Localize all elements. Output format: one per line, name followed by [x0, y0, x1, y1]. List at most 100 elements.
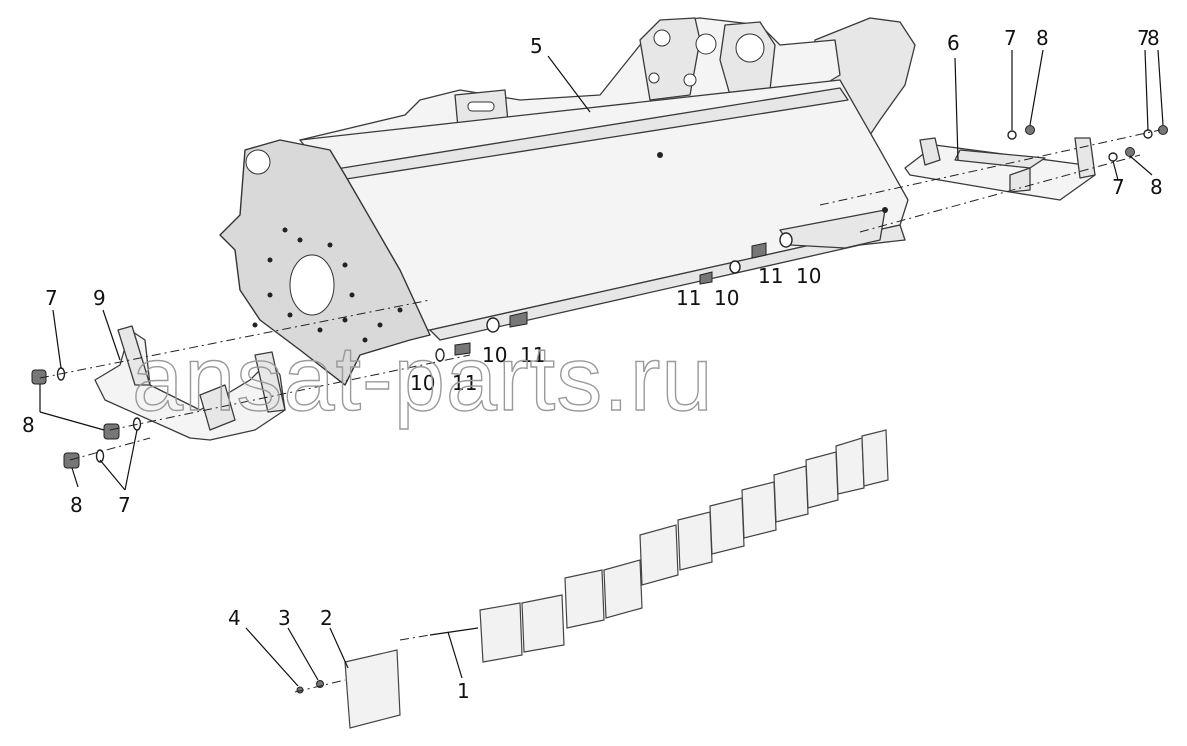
leader-8: [39, 411, 105, 431]
strip-segment: [521, 594, 565, 653]
bolt-11: [509, 311, 528, 328]
end-plate-bolt-holes: [252, 227, 403, 343]
strip-segment: [564, 569, 605, 629]
callout-11: 11: [452, 371, 477, 395]
axis-line: [294, 679, 346, 693]
bolt-hole: [362, 337, 368, 343]
nut-8: [63, 452, 80, 469]
watermark-text: ansat-parts.ru: [132, 328, 714, 430]
strip-segment: [479, 602, 523, 663]
segmented-strip: [429, 429, 889, 663]
callout-3: 3: [278, 606, 291, 630]
hardware: [31, 125, 1168, 694]
mount-ear-left: [639, 17, 701, 101]
left-bracket-ear-left: [117, 325, 151, 386]
nut-8: [1025, 125, 1035, 135]
bolt-hole: [267, 257, 273, 263]
bolt-hole: [252, 322, 258, 328]
leader-6: [954, 57, 959, 161]
callout-8: 8: [70, 493, 83, 517]
callout-8: 8: [22, 413, 35, 437]
callout-4: 4: [228, 606, 241, 630]
callout-10: 10: [482, 343, 507, 367]
bolt-hole: [327, 242, 333, 248]
bolt-11: [454, 342, 471, 356]
leader-7: [1112, 160, 1119, 181]
callout-7: 7: [1137, 26, 1150, 50]
axis-line: [819, 129, 1161, 206]
bolt-hole: [342, 317, 348, 323]
bolt-hole: [297, 237, 303, 243]
callout-11: 11: [520, 343, 545, 367]
callout-10: 10: [714, 286, 739, 310]
leader-5: [547, 55, 591, 113]
strip-segment: [773, 465, 809, 523]
bolt-hole: [349, 292, 355, 298]
leader-8: [71, 467, 79, 488]
washer-7: [1007, 130, 1017, 140]
right-bracket-ear-left: [919, 137, 941, 166]
strip-segment: [709, 497, 745, 555]
callout-8: 8: [1036, 26, 1049, 50]
strip-segment: [835, 437, 865, 495]
washer-7: [1108, 152, 1118, 162]
ear-hole-2: [695, 33, 717, 55]
leader-8: [1129, 155, 1153, 176]
callout-9: 9: [93, 286, 106, 310]
beam-right-hole: [882, 207, 888, 213]
bolt-11: [699, 271, 713, 285]
beam-face-hole: [657, 152, 663, 158]
nut-8: [1125, 147, 1135, 157]
bolt-hole: [287, 312, 293, 318]
callout-2: 2: [320, 606, 333, 630]
right-bracket-gusset: [1009, 167, 1031, 193]
bolt-hole: [377, 322, 383, 328]
axis-line: [39, 299, 431, 379]
main-beam: [219, 17, 916, 386]
washer-7: [1143, 129, 1153, 139]
ear-hole-3: [735, 33, 765, 63]
bolt-hole: [342, 262, 348, 268]
callout-10: 10: [796, 264, 821, 288]
bolt-hole: [282, 227, 288, 233]
callout-7: 7: [118, 493, 131, 517]
callout-7: 7: [1112, 175, 1125, 199]
callout-11: 11: [758, 264, 783, 288]
leader-3: [287, 627, 319, 681]
bolt-hole: [267, 292, 273, 298]
callout-7: 7: [1004, 26, 1017, 50]
strip-segment: [677, 511, 713, 571]
assembly-axes: [39, 129, 1161, 693]
bracket-slot: [467, 101, 495, 112]
leader-8: [1157, 49, 1164, 126]
leader-lines: [39, 49, 1164, 687]
washer-7: [95, 449, 105, 463]
callout-10: 10: [410, 371, 435, 395]
end-cover-plate: [344, 649, 401, 729]
right-bracket-base: [904, 144, 1096, 201]
axis-line: [69, 437, 151, 461]
nut-8: [103, 423, 120, 440]
strip-segment: [805, 451, 839, 509]
bolt-hole: [317, 327, 323, 333]
ear-hole-1: [653, 29, 671, 47]
ear-hole-4: [683, 73, 697, 87]
strip-segment: [861, 429, 889, 487]
callout-8: 8: [1150, 175, 1163, 199]
bolt-hole: [397, 307, 403, 313]
axis-line: [399, 634, 431, 641]
washer-10: [779, 232, 793, 248]
leader-7: [1144, 49, 1149, 131]
strip-segment: [639, 524, 679, 586]
washer-10: [486, 317, 500, 333]
callout-11: 11: [676, 286, 701, 310]
left-bracket-ear-right: [254, 351, 286, 413]
leader-7: [124, 429, 138, 491]
leader-2: [329, 627, 349, 669]
washer-10: [729, 260, 741, 274]
right-bracket: [904, 137, 1096, 201]
leader-8: [1029, 49, 1044, 126]
bolt-11: [751, 242, 767, 259]
leader-9: [102, 309, 121, 361]
